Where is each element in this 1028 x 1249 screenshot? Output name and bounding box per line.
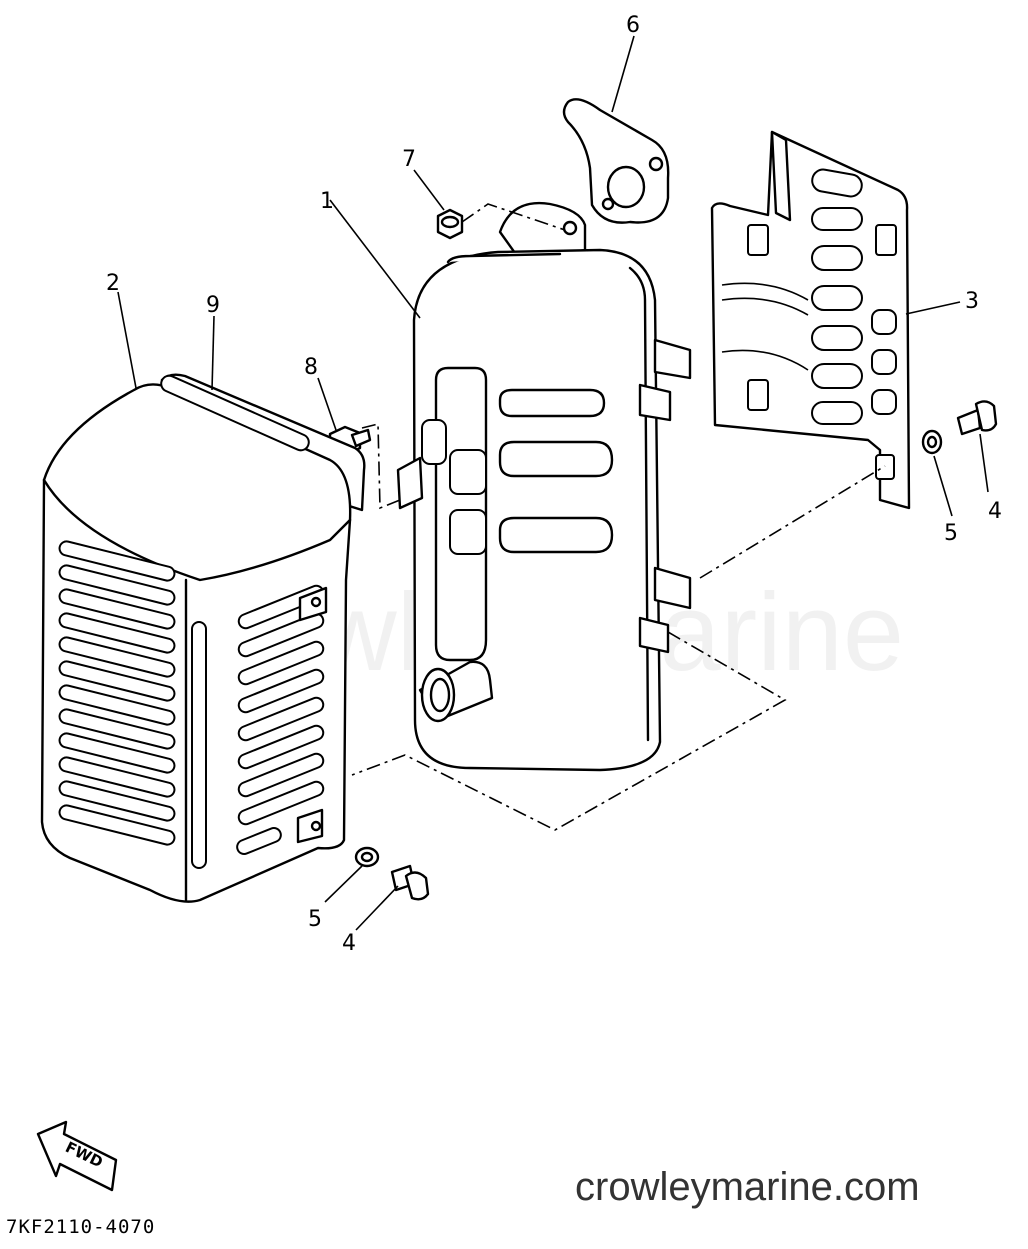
part-3-heat-shield [710,130,911,510]
callout-7: 7 [402,147,416,172]
callout-4-left: 4 [342,931,356,956]
callout-5-left: 5 [308,907,322,932]
shield-slots [721,168,897,480]
cover-front-louvers [58,540,176,846]
part-5-washer-left [354,846,380,868]
callout-6: 6 [626,13,640,38]
callout-2: 2 [106,271,120,296]
callout-8: 8 [304,355,318,380]
callout-9: 9 [206,293,220,318]
part-5-washer-right [921,429,943,455]
part-4-bolt-left [390,864,430,901]
part-2-muffler-cover [40,374,352,903]
site-url: crowleymarine.com [575,1165,920,1209]
forward-direction-arrow: FWD [36,1120,118,1192]
leader-lines [117,35,989,931]
assembly-lines [351,203,886,831]
part-1-muffler [396,201,692,772]
callout-1: 1 [320,189,334,214]
part-7-nut [436,208,464,240]
part-4-bolt-right [956,400,998,436]
drawing-code: 7KF2110-4070 [6,1216,155,1238]
callout-4-right: 4 [988,499,1002,524]
callout-3: 3 [965,289,979,314]
callout-5-right: 5 [944,521,958,546]
part-6-gasket [562,98,670,224]
callout-labels: 1 2 3 4 5 6 7 8 9 4 5 [106,13,1002,956]
